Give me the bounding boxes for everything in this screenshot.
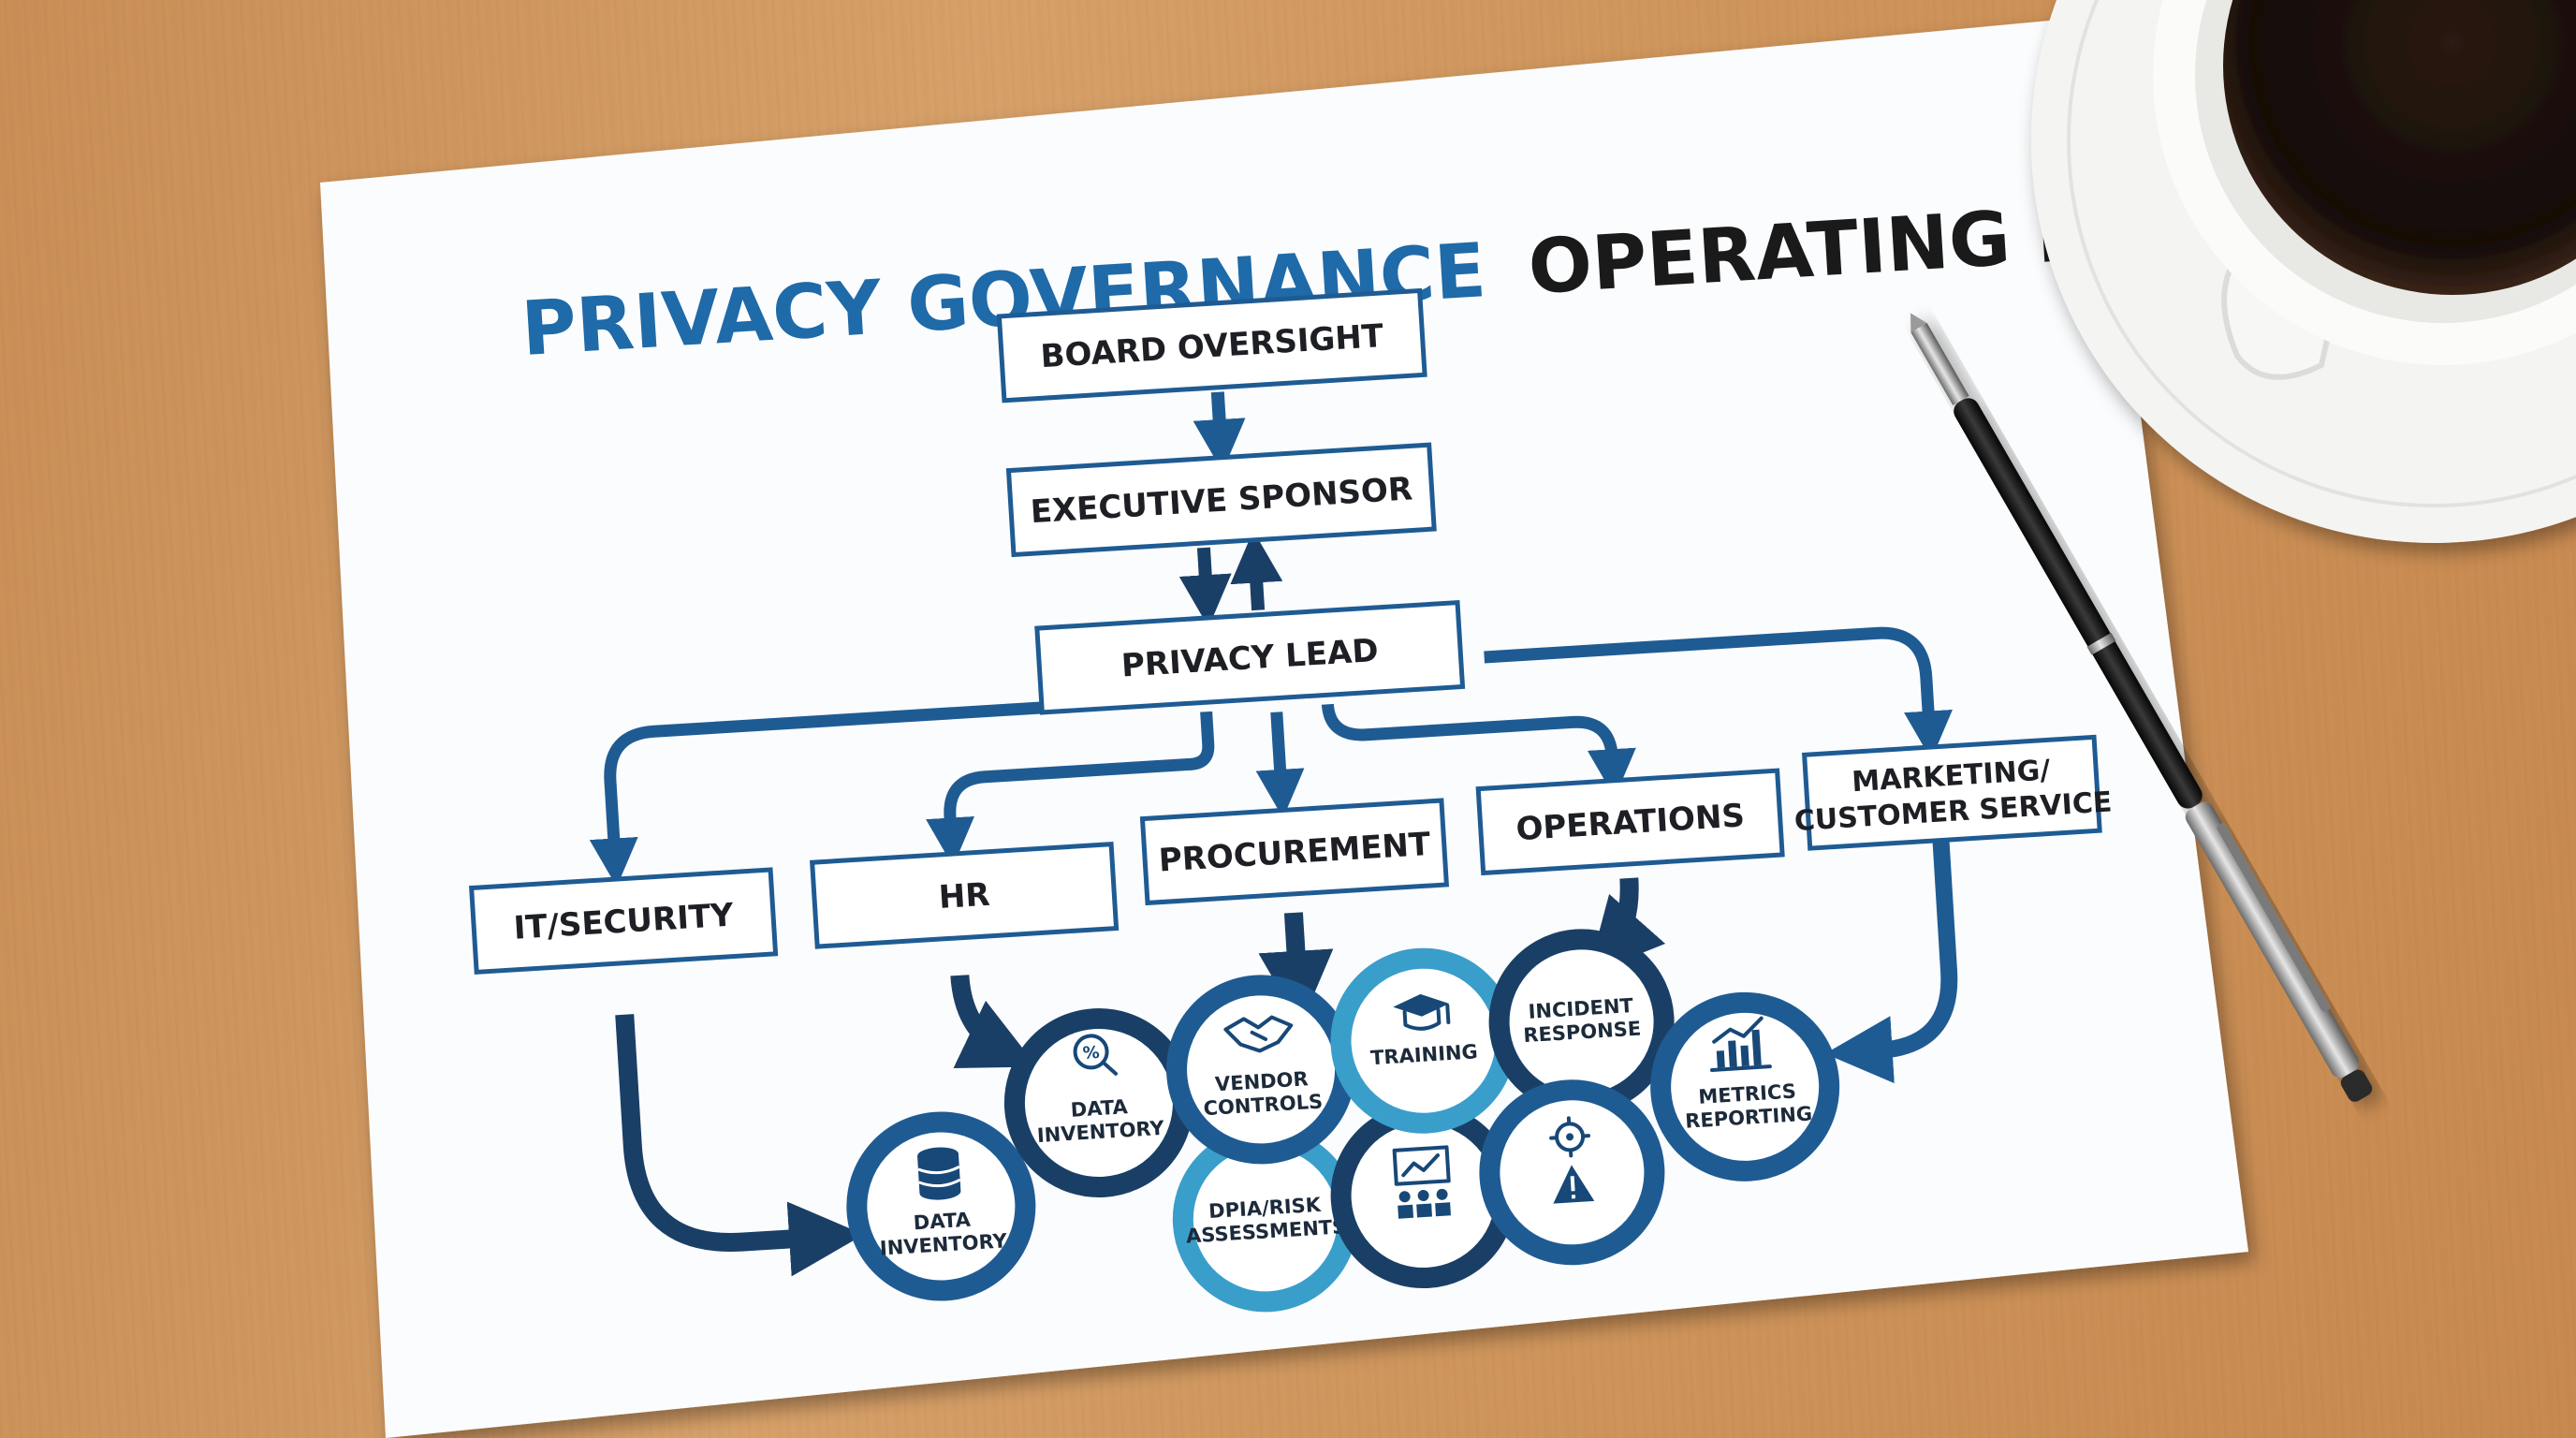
- circle-gear-warning: [1479, 1079, 1665, 1266]
- executive-sponsor-box: EXECUTIVE SPONSOR: [1005, 442, 1437, 558]
- operations-box: OPERATIONS: [1475, 768, 1785, 876]
- arrow-lead-to-operations: [1321, 703, 1636, 799]
- arrow-procurement-to-circles: [1258, 912, 1334, 1026]
- circle-data-inventory-2-line1: DATA: [1070, 1095, 1129, 1122]
- pen: [1910, 313, 2373, 1102]
- diagram: PRIVACY GOVERNANCE OPERATING MODEL BOARD…: [469, 175, 2337, 1313]
- marketing-box: MARKETING/ CUSTOMER SERVICE: [1793, 734, 2113, 851]
- circle-metrics-reporting: METRICS REPORTING: [1650, 991, 1840, 1181]
- hr-box: HR: [810, 842, 1120, 949]
- graduation-cap-icon: [1393, 993, 1451, 1031]
- arrow-lead-to-it: [589, 699, 1066, 888]
- svg-text:%: %: [1082, 1043, 1100, 1064]
- arrow-lead-to-marketing: [1484, 626, 1953, 760]
- procurement-box: PROCUREMENT: [1139, 798, 1450, 906]
- presentation-team-icon: [1392, 1145, 1451, 1219]
- arrow-executive-to-lead: [1178, 547, 1232, 628]
- arrow-hr-to-circles: [950, 974, 1037, 1069]
- arrow-it-to-circles: [615, 1014, 865, 1277]
- privacy-lead-box: PRIVACY LEAD: [1034, 599, 1466, 715]
- arrow-board-to-executive: [1193, 391, 1246, 472]
- circle-training: TRAINING: [1330, 947, 1516, 1134]
- circle-vendor-controls: VENDOR CONTROLS: [1166, 975, 1356, 1165]
- it-security-box: IT/SECURITY: [469, 867, 779, 975]
- gear-warning-icon: [1549, 1116, 1595, 1204]
- magnifier-percent-icon: %: [1073, 1034, 1119, 1076]
- hr-label: HR: [938, 876, 991, 917]
- arrow-marketing-to-circles: [1824, 830, 1958, 1084]
- board-oversight-box: BOARD OVERSIGHT: [996, 287, 1427, 404]
- circle-data-inventory-2: % DATA INVENTORY: [1003, 1008, 1193, 1198]
- handshake-icon: [1223, 1015, 1294, 1053]
- arrow-lead-to-procurement: [1255, 712, 1305, 818]
- arrow-lead-to-executive: [1230, 530, 1283, 611]
- arrow-lead-to-hr: [926, 711, 1215, 867]
- bar-chart-icon: [1710, 1016, 1772, 1072]
- circle-data-inventory-1-line1: DATA: [913, 1209, 972, 1235]
- database-icon: [917, 1147, 961, 1200]
- coffee-cup: [2031, 0, 2576, 543]
- circle-data-inventory-1: DATA INVENTORY: [846, 1111, 1036, 1301]
